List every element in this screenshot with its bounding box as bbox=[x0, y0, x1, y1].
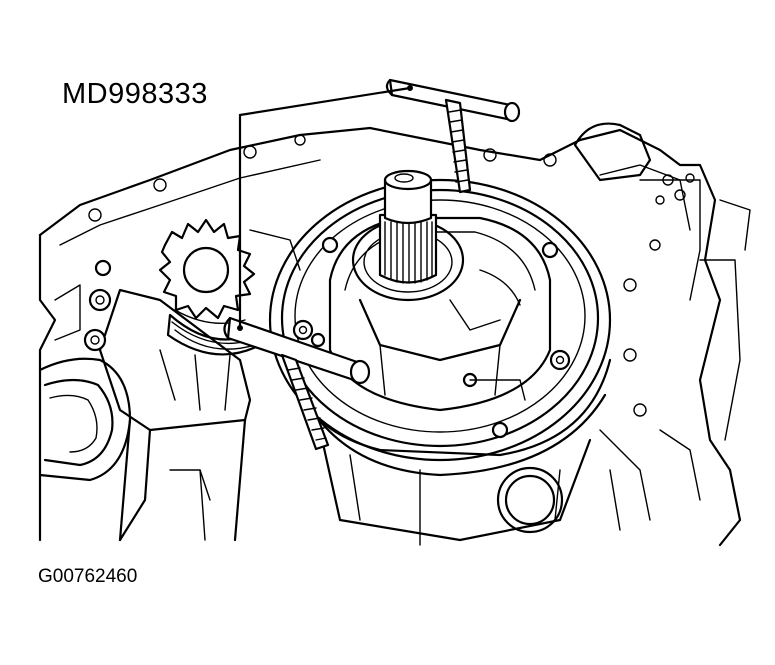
callout-leader bbox=[237, 85, 413, 331]
transmission-case bbox=[38, 122, 751, 547]
tool-callout-label: MD998333 bbox=[62, 78, 208, 110]
case-port bbox=[496, 429, 701, 534]
oil-pump-assembly bbox=[268, 178, 612, 546]
figure-id: G00762460 bbox=[38, 566, 138, 587]
input-shaft bbox=[351, 169, 465, 302]
special-tool-md998333 bbox=[223, 78, 521, 451]
left-housing bbox=[38, 259, 252, 542]
